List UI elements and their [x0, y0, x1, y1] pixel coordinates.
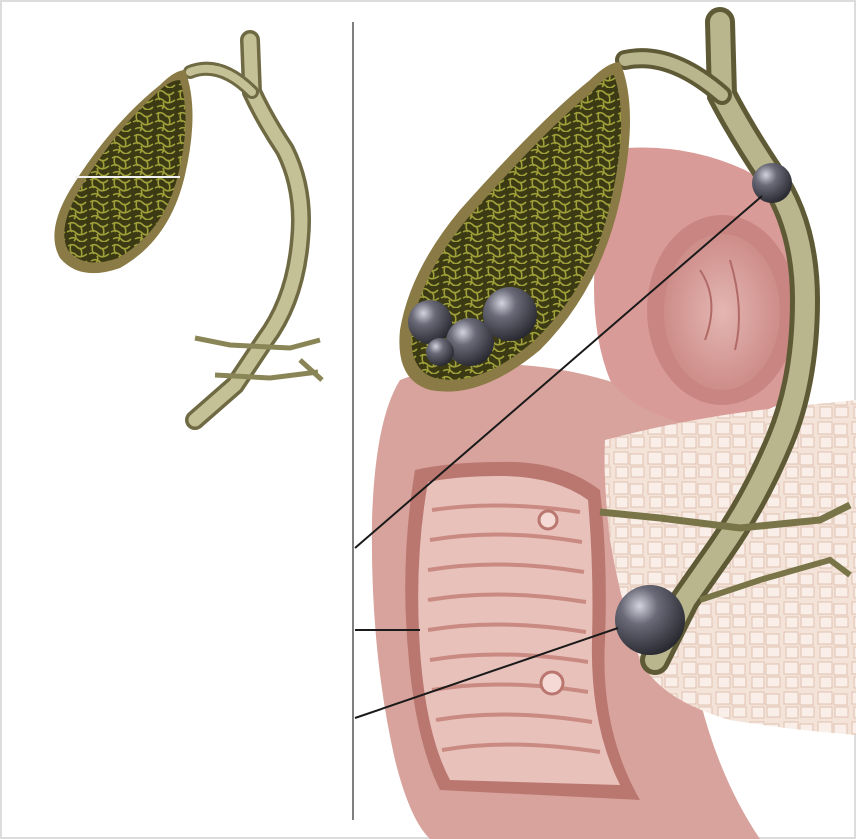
gallstone-ampulla: [615, 585, 685, 655]
gallstone: [426, 338, 454, 366]
minor-papilla: [539, 511, 557, 529]
gallstone: [483, 287, 537, 341]
major-papilla: [541, 672, 563, 694]
gallstone-duct: [752, 163, 792, 203]
gallstone: [408, 300, 452, 344]
